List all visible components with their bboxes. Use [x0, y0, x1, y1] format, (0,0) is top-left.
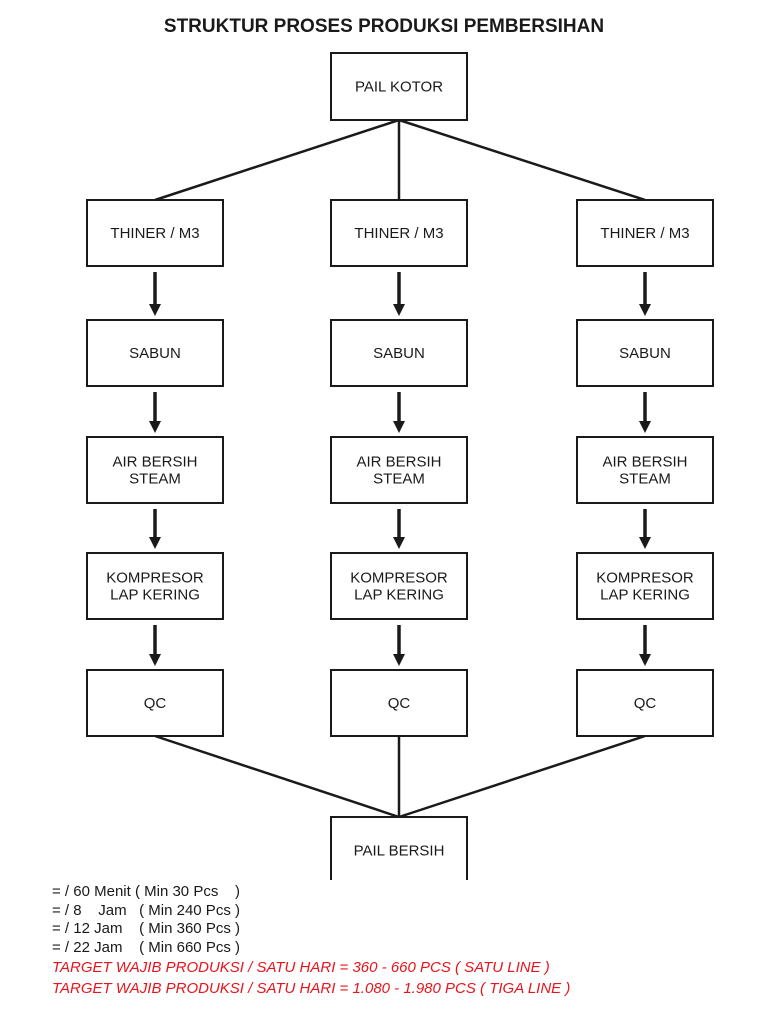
box-label: AIR BERSIH — [356, 454, 441, 471]
box-label: AIR BERSIH — [602, 454, 687, 471]
target-tiga-line: TARGET WAJIB PRODUKSI / SATU HARI = 1.08… — [52, 980, 571, 997]
node-qc-line-1: QC — [86, 669, 224, 737]
notes-block: = / 60 Menit ( Min 30 Pcs ) = / 8 Jam ( … — [52, 883, 570, 999]
node-thiner-line-2: THINER / M3 — [330, 199, 468, 267]
box-label: PAIL BERSIH — [354, 843, 445, 860]
down-arrow-icon — [149, 272, 161, 316]
note-line: = / 22 Jam ( Min 660 Pcs ) — [52, 938, 240, 956]
node-sabun-line-1: SABUN — [86, 319, 224, 387]
connector-top-1 — [154, 118, 400, 202]
box-label: SABUN — [619, 345, 671, 362]
box-label: THINER / M3 — [354, 225, 443, 242]
down-arrow-icon — [639, 392, 651, 433]
box-label: QC — [388, 695, 411, 712]
note-line: = / 60 Menit ( Min 30 Pcs ) — [52, 883, 240, 900]
node-qc-line-3: QC — [576, 669, 714, 737]
target-satu-line: TARGET WAJIB PRODUKSI / SATU HARI = 360 … — [52, 959, 550, 976]
down-arrow-icon — [149, 392, 161, 433]
down-arrow-icon — [393, 272, 405, 316]
box-label: PAIL KOTOR — [355, 79, 443, 96]
box-label: SABUN — [373, 345, 425, 362]
node-pail-bersih: PAIL BERSIH — [330, 816, 468, 880]
box-label: THINER / M3 — [600, 225, 689, 242]
box-label: QC — [144, 695, 167, 712]
box-label: STEAM — [619, 471, 671, 488]
down-arrow-icon — [393, 509, 405, 549]
note-line: = / 8 Jam ( Min 240 Pcs ) — [52, 901, 240, 919]
node-sabun-line-3: SABUN — [576, 319, 714, 387]
box-label: LAP KERING — [110, 587, 200, 604]
page-title: STRUKTUR PROSES PRODUKSI PEMBERSIHAN — [163, 16, 605, 37]
process-flow-diagram: PAIL KOTOR PAIL BERSIH THINER / M3 SABUN AIR… — [86, 52, 714, 880]
box-label: LAP KERING — [354, 587, 444, 604]
connector-bottom-3 — [398, 734, 646, 819]
connector-top-3 — [398, 118, 646, 202]
box-label: SABUN — [129, 345, 181, 362]
down-arrow-icon — [393, 392, 405, 433]
connector-bottom-1 — [154, 734, 400, 819]
box-label: STEAM — [129, 471, 181, 488]
down-arrow-icon — [393, 625, 405, 666]
node-sabun-line-2: SABUN — [330, 319, 468, 387]
node-qc-line-2: QC — [330, 669, 468, 737]
box-label: KOMPRESOR — [350, 570, 448, 587]
box-label: AIR BERSIH — [112, 454, 197, 471]
down-arrow-icon — [639, 625, 651, 666]
box-label: KOMPRESOR — [596, 570, 694, 587]
node-pail-kotor: PAIL KOTOR — [330, 52, 468, 121]
box-label: THINER / M3 — [110, 225, 199, 242]
box-label: QC — [634, 695, 657, 712]
down-arrow-icon — [639, 272, 651, 316]
down-arrow-icon — [149, 625, 161, 666]
box-label: LAP KERING — [600, 587, 690, 604]
box-label: STEAM — [373, 471, 425, 488]
down-arrow-icon — [149, 509, 161, 549]
down-arrow-icon — [639, 509, 651, 549]
node-thiner-line-1: THINER / M3 — [86, 199, 224, 267]
note-line: = / 12 Jam ( Min 360 Pcs ) — [52, 920, 240, 937]
box-label: KOMPRESOR — [106, 570, 204, 587]
node-thiner-line-3: THINER / M3 — [576, 199, 714, 267]
